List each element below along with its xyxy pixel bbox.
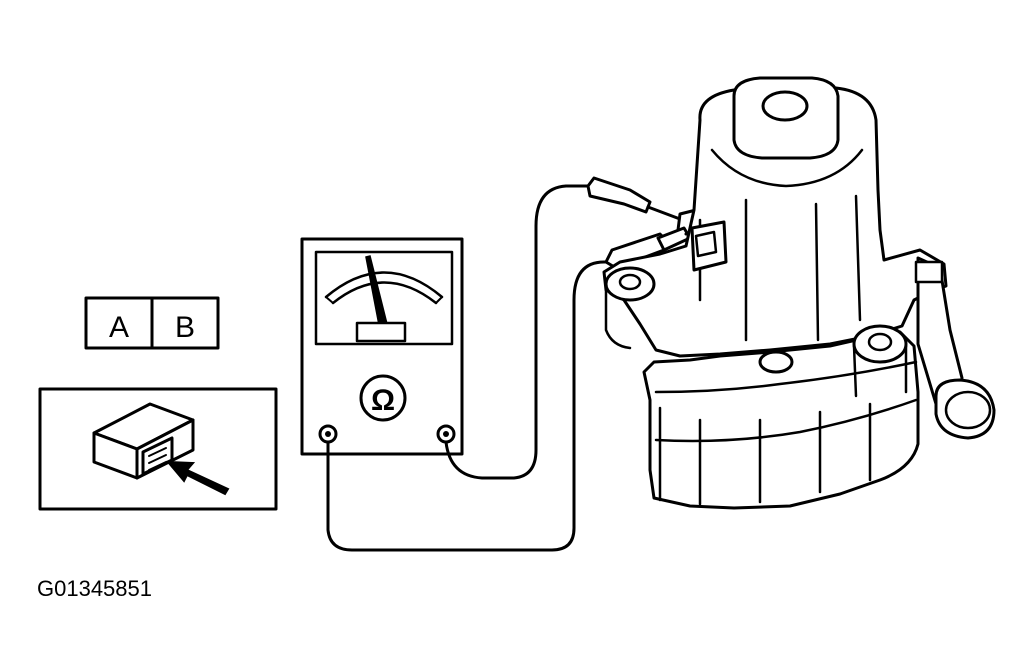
view-a-label: A bbox=[109, 311, 129, 344]
view-b-label: B bbox=[175, 311, 195, 344]
connector-view-selector: A B bbox=[84, 296, 220, 350]
figure-id: G01345851 bbox=[37, 576, 152, 601]
lead-left bbox=[326, 260, 612, 552]
meter-unit-symbol: Ω bbox=[371, 384, 395, 417]
center-stud bbox=[758, 350, 794, 374]
meter-pivot bbox=[355, 321, 407, 343]
meter-range-dial[interactable] bbox=[359, 374, 407, 422]
lead-right bbox=[444, 184, 592, 480]
pump-housing bbox=[642, 330, 920, 510]
view-b-box[interactable] bbox=[150, 296, 220, 350]
view-a-box[interactable] bbox=[84, 296, 154, 350]
motor-cap-boss bbox=[761, 90, 809, 122]
air-pump-icon bbox=[602, 76, 996, 510]
arrow-icon bbox=[165, 460, 230, 496]
ohmmeter-icon: Ω bbox=[300, 237, 464, 456]
connector-icon bbox=[92, 402, 195, 480]
connector-inset bbox=[38, 387, 278, 511]
probe-upper bbox=[586, 176, 706, 238]
mount-boss-left bbox=[604, 266, 656, 350]
test-leads bbox=[326, 176, 710, 552]
meter-scale-arc bbox=[324, 271, 444, 299]
motor-housing bbox=[602, 86, 948, 358]
outlet-nozzle bbox=[914, 256, 996, 440]
mount-boss-right bbox=[852, 324, 908, 398]
